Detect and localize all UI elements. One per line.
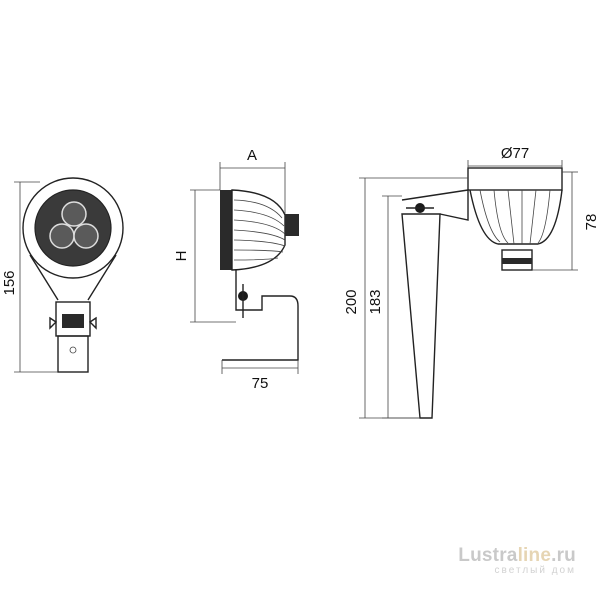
- dim-label-200: 200: [343, 289, 360, 314]
- dim-label-77: Ø77: [501, 145, 529, 162]
- front-neck: [29, 254, 117, 301]
- led-lens-2: [49, 223, 75, 249]
- side-bracket: [222, 270, 299, 361]
- side-body: [231, 189, 286, 271]
- head-body: [469, 189, 563, 245]
- dim-label-75: 75: [252, 375, 269, 392]
- front-mount-hole: [69, 346, 77, 354]
- front-bolt: [62, 314, 84, 328]
- front-view: 156: [1, 177, 124, 373]
- dim-label-183: 183: [367, 289, 384, 314]
- head-top-rim: [467, 167, 563, 191]
- front-mount-plate: [57, 335, 89, 373]
- watermark: Lustraline.ru светлый дом: [458, 545, 576, 576]
- dim-label-A: A: [247, 147, 257, 164]
- dim-label-H: H: [173, 251, 190, 262]
- dim-label-156: 156: [1, 270, 18, 295]
- watermark-brand: Lustraline.ru: [458, 545, 576, 566]
- dim-label-78: 78: [583, 214, 600, 231]
- side-front-glass: [220, 190, 232, 270]
- wing-nut: [49, 316, 97, 330]
- watermark-tagline: светлый дом: [494, 565, 576, 576]
- side-fins: [233, 199, 286, 261]
- side-cable-gland: [285, 214, 299, 236]
- led-lens-3: [73, 223, 99, 249]
- spike-view: Ø77 78 200 183: [343, 145, 600, 419]
- spike-shaft: [401, 213, 441, 419]
- side-view: A H 75: [173, 147, 299, 392]
- head-fins: [479, 189, 551, 245]
- spike-arm: [401, 189, 469, 221]
- led-lens-1: [61, 201, 87, 227]
- front-head-outline: [22, 177, 124, 279]
